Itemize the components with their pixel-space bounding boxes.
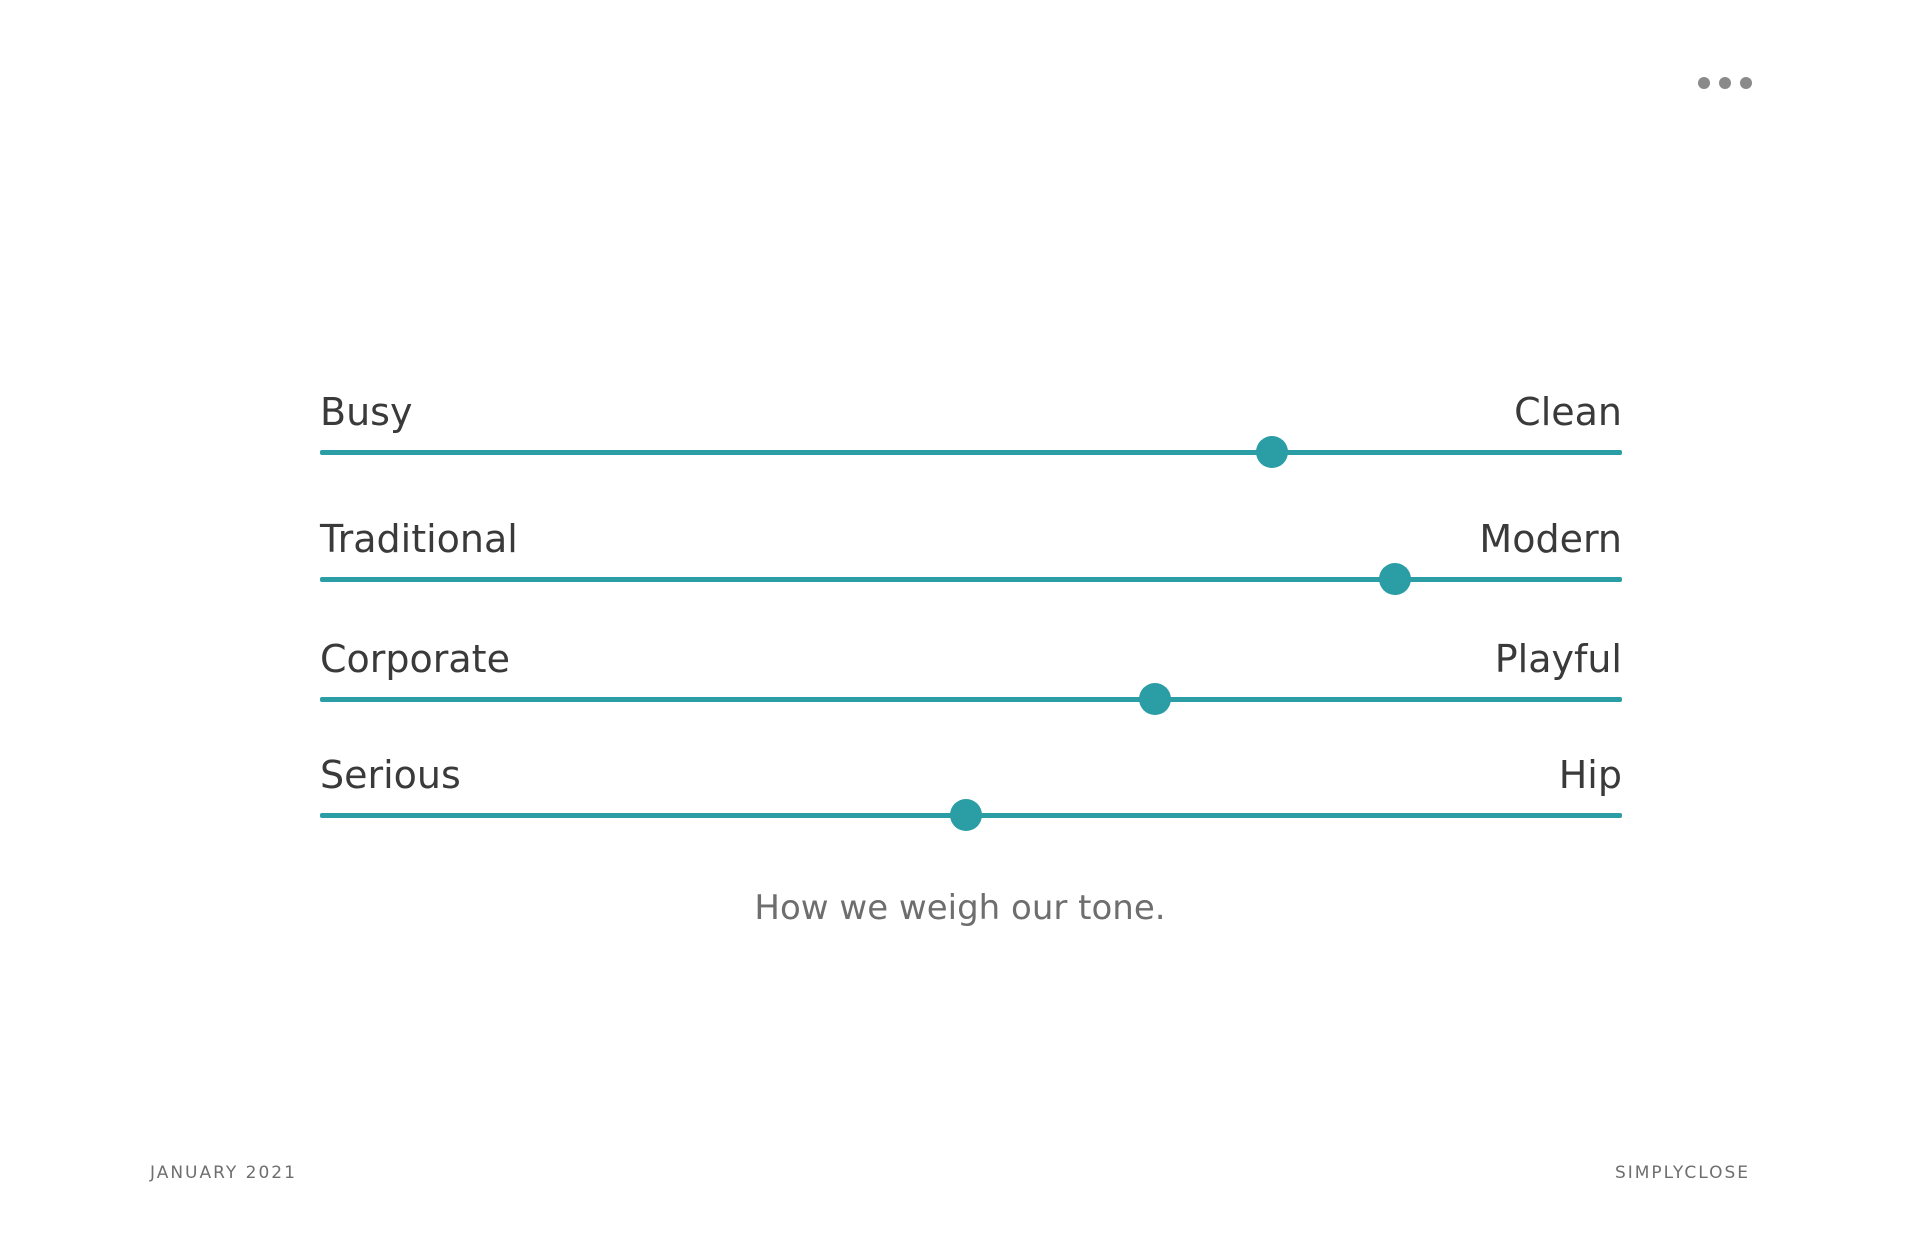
scale-right-label: Playful	[1494, 637, 1622, 681]
slider-track[interactable]	[320, 436, 1622, 468]
slider-track[interactable]	[320, 799, 1622, 831]
slider-thumb[interactable]	[1138, 683, 1171, 715]
slider-thumb[interactable]	[1255, 436, 1288, 468]
scale-left-label: Traditional	[320, 517, 518, 561]
scale-left-label: Busy	[320, 390, 413, 434]
footer-brand: SIMPLYCLOSE	[1614, 1163, 1750, 1183]
scale-serious-hip: Serious Hip	[320, 738, 1622, 831]
scale-right-label: Clean	[1514, 390, 1622, 434]
slider-track[interactable]	[320, 563, 1622, 595]
slider-thumb[interactable]	[949, 799, 982, 831]
caption: How we weigh our tone.	[754, 888, 1166, 928]
menu-dot	[1698, 77, 1710, 89]
menu-dot	[1719, 77, 1731, 89]
scale-corporate-playful: Corporate Playful	[320, 622, 1622, 715]
more-options-icon[interactable]	[1698, 76, 1752, 90]
scale-left-label: Serious	[320, 753, 461, 797]
menu-dot	[1740, 77, 1752, 89]
slider-thumb[interactable]	[1379, 563, 1412, 595]
scale-busy-clean: Busy Clean	[320, 375, 1622, 468]
scale-right-label: Hip	[1558, 753, 1622, 797]
scale-traditional-modern: Traditional Modern	[320, 502, 1622, 595]
slider-track[interactable]	[320, 683, 1622, 715]
scale-right-label: Modern	[1479, 517, 1622, 561]
footer-date: JANUARY 2021	[150, 1163, 297, 1183]
scale-left-label: Corporate	[320, 637, 510, 681]
